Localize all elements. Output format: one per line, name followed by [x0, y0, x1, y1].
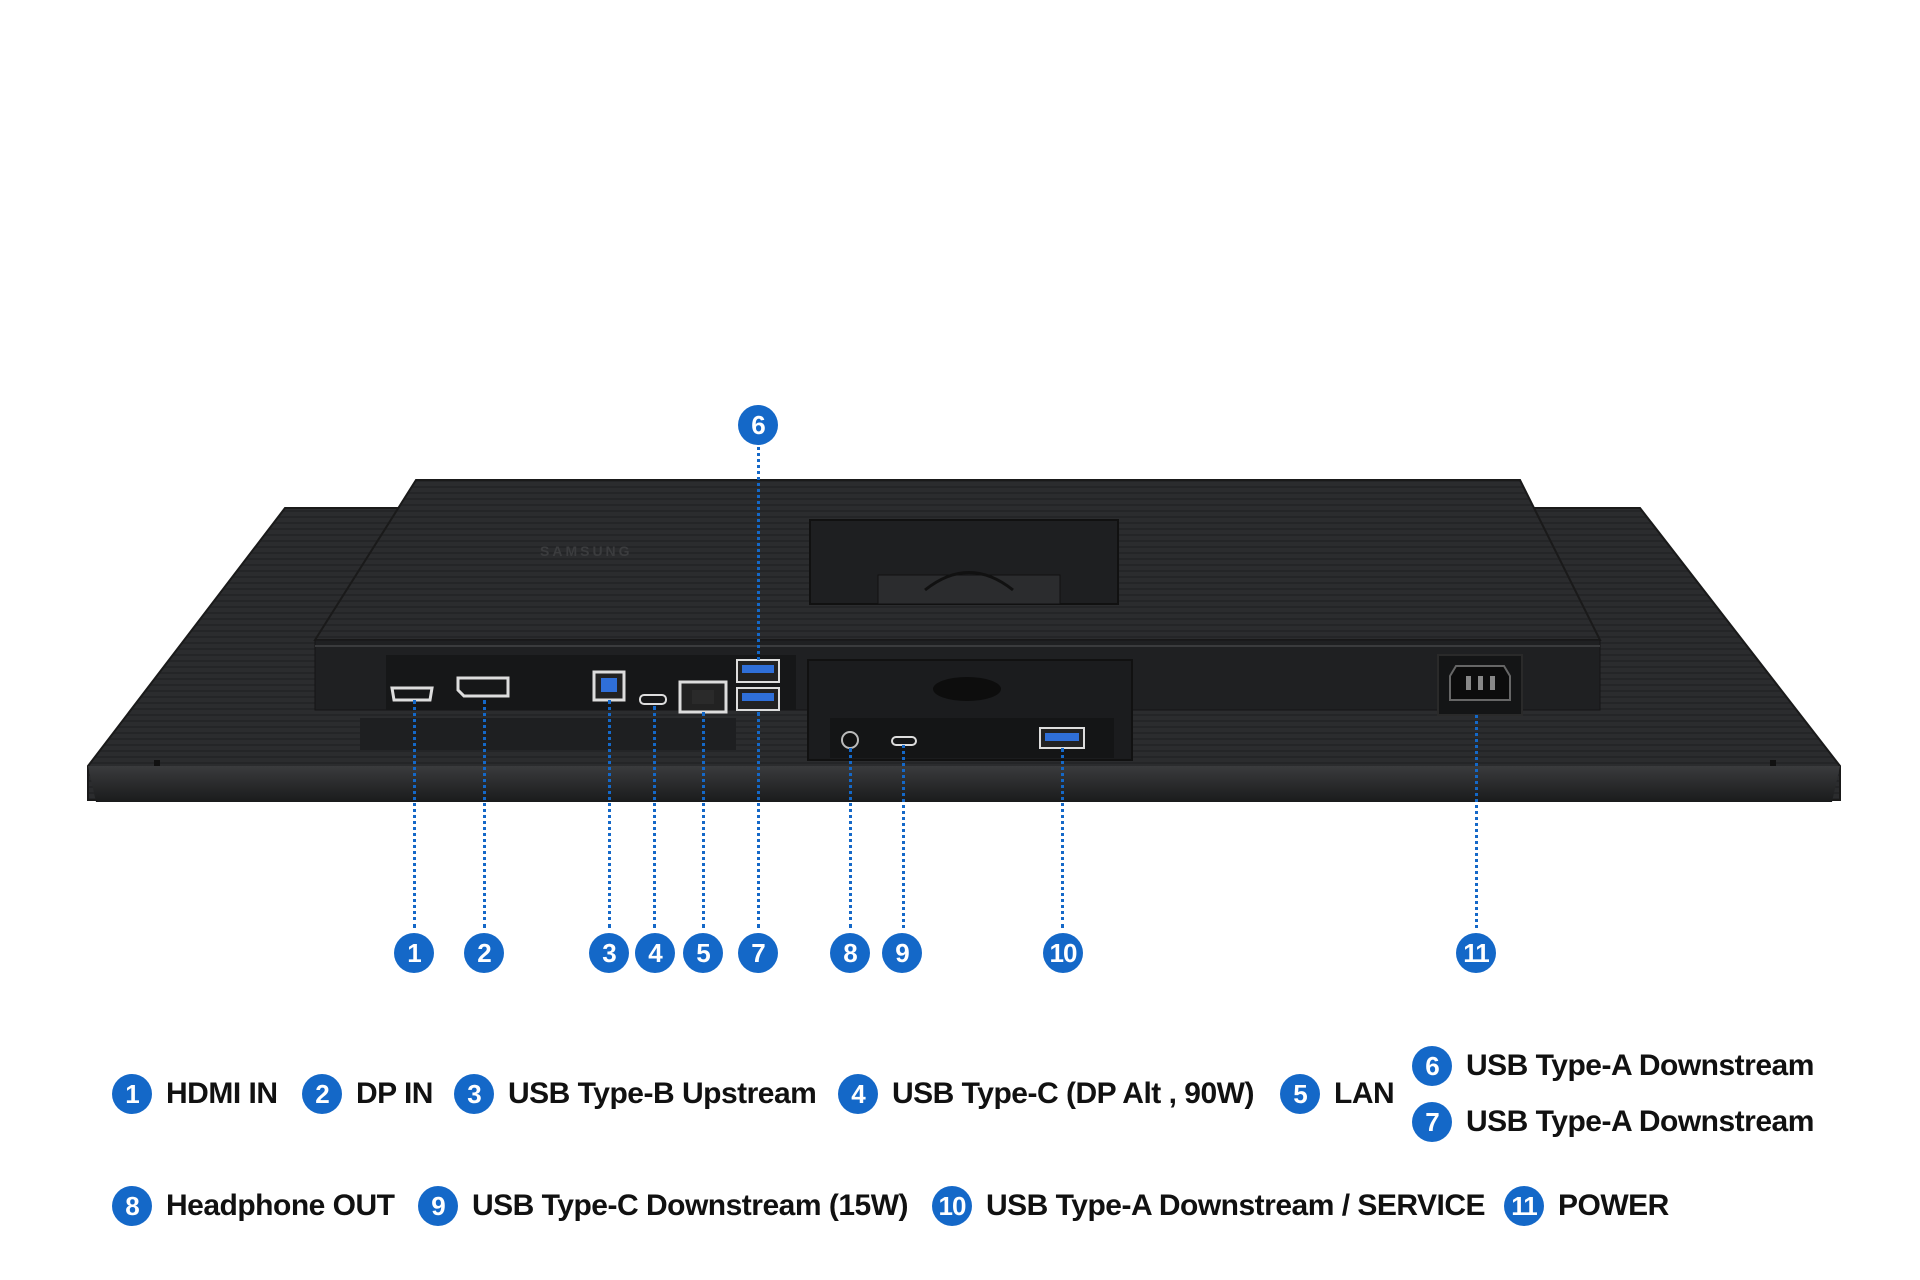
callout-badge-9: 9 [882, 933, 922, 973]
legend-label: USB Type-A Downstream / SERVICE [986, 1189, 1486, 1222]
legend-badge: 8 [112, 1186, 152, 1226]
callout-badge-5: 5 [683, 933, 723, 973]
callout-badge-10: 10 [1043, 933, 1083, 973]
legend-label: USB Type-A Downstream [1466, 1105, 1814, 1138]
legend-item-usb-b-upstream: 3 USB Type-B Upstream [454, 1074, 817, 1114]
callout-badge-7: 7 [738, 933, 778, 973]
legend-label: LAN [1334, 1077, 1395, 1110]
legend-item-usb-c-dp-alt: 4 USB Type-C (DP Alt , 90W) [838, 1074, 1254, 1114]
legend-label: Headphone OUT [166, 1189, 395, 1222]
brand-emboss: SAMSUNG [540, 543, 633, 559]
leader-line-7 [757, 712, 760, 928]
legend-item-lan: 5 LAN [1280, 1074, 1395, 1114]
legend-badge: 11 [1504, 1186, 1544, 1226]
legend-badge: 2 [302, 1074, 342, 1114]
legend-item-hdmi-in: 1 HDMI IN [112, 1074, 278, 1114]
legend-item-usb-a-downstream-6: 6 USB Type-A Downstream [1412, 1046, 1814, 1086]
legend-item-usb-a-downstream-7: 7 USB Type-A Downstream [1412, 1102, 1814, 1142]
leader-line-11 [1475, 715, 1478, 928]
legend-label: USB Type-A Downstream [1466, 1049, 1814, 1082]
bottom-port-bay [807, 659, 1133, 761]
legend-label: DP IN [356, 1077, 433, 1110]
legend-label: USB Type-C (DP Alt , 90W) [892, 1077, 1254, 1110]
callout-badge-3: 3 [589, 933, 629, 973]
legend-badge: 9 [418, 1186, 458, 1226]
legend-label: USB Type-C Downstream (15W) [472, 1189, 909, 1222]
legend-item-headphone-out: 8 Headphone OUT [112, 1186, 395, 1226]
callout-badge-4: 4 [635, 933, 675, 973]
callout-badge-8: 8 [830, 933, 870, 973]
power-inlet [1437, 654, 1523, 716]
legend-item-dp-in: 2 DP IN [302, 1074, 433, 1114]
legend-badge: 1 [112, 1074, 152, 1114]
leader-line-10 [1061, 748, 1064, 928]
legend-label: POWER [1558, 1189, 1669, 1222]
callout-badge-2: 2 [464, 933, 504, 973]
legend-badge: 3 [454, 1074, 494, 1114]
legend-item-usb-a-service: 10 USB Type-A Downstream / SERVICE [932, 1186, 1486, 1226]
legend-badge: 6 [1412, 1046, 1452, 1086]
left-port-bay [360, 655, 796, 750]
legend-badge: 4 [838, 1074, 878, 1114]
legend-label: USB Type-B Upstream [508, 1077, 817, 1110]
legend-item-usb-c-downstream: 9 USB Type-C Downstream (15W) [418, 1186, 909, 1226]
leader-line-6 [757, 447, 760, 660]
legend-badge: 10 [932, 1186, 972, 1226]
legend-badge: 7 [1412, 1102, 1452, 1142]
leader-line-8 [849, 748, 852, 928]
leader-line-9 [902, 745, 905, 928]
legend-badge: 5 [1280, 1074, 1320, 1114]
legend-item-power: 11 POWER [1504, 1186, 1669, 1226]
leader-line-4 [653, 706, 656, 928]
leader-line-1 [413, 700, 416, 928]
legend-label: HDMI IN [166, 1077, 278, 1110]
leader-line-3 [608, 700, 611, 928]
stand-mount-recess [809, 519, 1119, 605]
callout-badge-1: 1 [394, 933, 434, 973]
callout-badge-6: 6 [738, 405, 778, 445]
leader-line-2 [483, 700, 486, 928]
leader-line-5 [702, 712, 705, 928]
callout-badge-11: 11 [1456, 933, 1496, 973]
